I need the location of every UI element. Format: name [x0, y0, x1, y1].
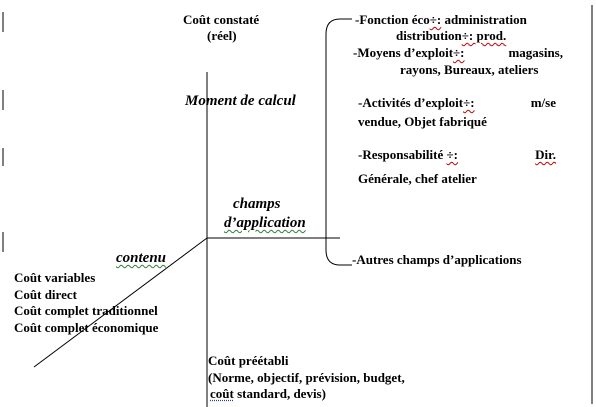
responsabilite-item: -Responsabilité ÷:Dir.: [358, 147, 556, 162]
champs-label: champs: [233, 196, 281, 212]
preetabli-details-line2: coût standard, devis): [210, 386, 326, 401]
moyens-item: -Moyens d’exploit÷:magasins,: [353, 45, 563, 60]
contenu-list-item-4: Coût complet économique: [14, 320, 159, 335]
application-label: d’application: [224, 215, 306, 231]
preetabli-details-line1: (Norme, objectif, prévision, budget,: [208, 370, 405, 385]
cout-preetabli-label: Coût préétabli: [208, 353, 289, 368]
contenu-list-item-2: Coût direct: [14, 287, 77, 302]
diagonal-axis: [33, 237, 208, 368]
reel-label: (réel): [207, 28, 237, 43]
fonction-item: -Fonction éco÷: administration: [355, 12, 527, 27]
moment-de-calcul-label: Moment de calcul: [185, 93, 296, 109]
contenu-label: contenu: [116, 250, 167, 266]
cout-constate-label: Coût constaté: [183, 12, 260, 27]
activites-item: -Activités d’exploit÷:m/se: [358, 95, 556, 110]
curly-bracket: [325, 18, 352, 266]
moyens-item-line2: rayons, Bureaux, ateliers: [400, 62, 539, 77]
fonction-item-line2: distribution÷: prod.: [396, 28, 507, 43]
contenu-list-item-3: Coût complet traditionnel: [14, 303, 158, 318]
contenu-list-item-1: Coût variables: [14, 270, 96, 285]
responsabilite-item-line2: Générale, chef atelier: [358, 171, 477, 186]
activites-item-line2: vendue, Objet fabriqué: [358, 114, 487, 129]
autres-champs-item: -Autres champs d’applications: [352, 252, 522, 267]
